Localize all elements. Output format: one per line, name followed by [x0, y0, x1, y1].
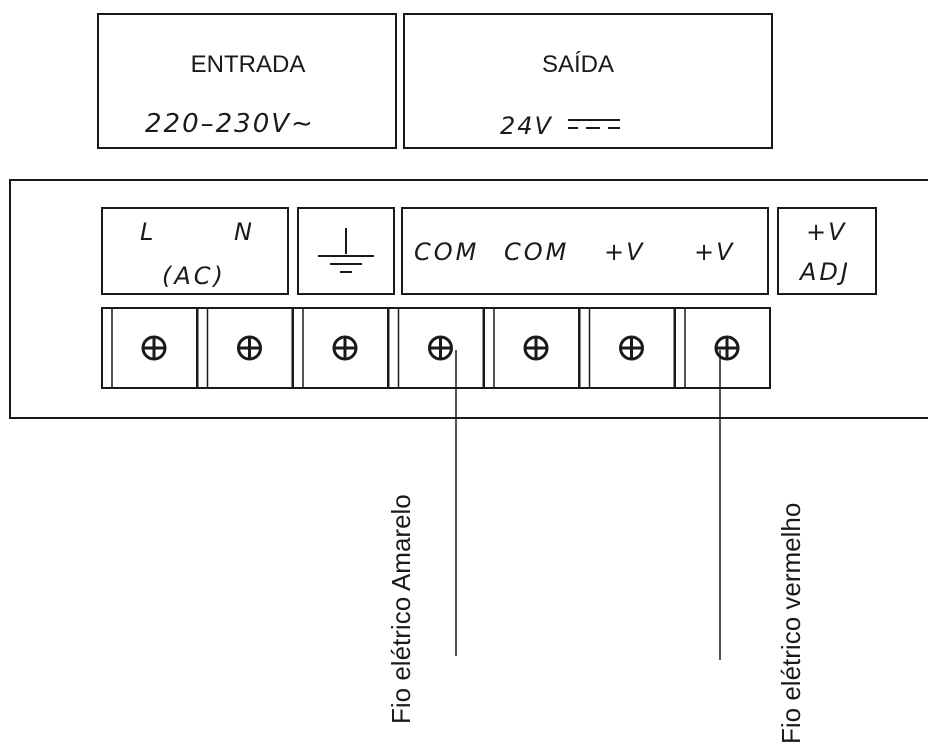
output-voltage: 24V	[500, 112, 553, 140]
screw-terminal-7	[674, 307, 771, 389]
v1-label: +V	[604, 238, 645, 266]
screw-terminal-6	[578, 307, 676, 389]
output-label-box	[401, 207, 769, 295]
wires: Fio elétrico Amarelo Fio elétrico vermel…	[386, 350, 806, 744]
screw-terminal-3	[292, 307, 389, 389]
input-voltage: 220–230V∼	[145, 109, 315, 139]
com2-label: COM	[504, 238, 569, 266]
ac-l-label: L	[140, 218, 153, 246]
input-panel: ENTRADA 220–230V∼	[97, 13, 397, 149]
yellow-wire-label: Fio elétrico Amarelo	[386, 494, 416, 724]
adj-top-label: +V	[806, 218, 847, 246]
input-panel-frame	[97, 13, 397, 149]
screw-terminal-5	[483, 307, 580, 389]
output-panel: SAÍDA 24V	[403, 13, 773, 149]
ac-label: (AC)	[162, 262, 226, 290]
output-panel-frame	[403, 13, 773, 149]
ground-label-box	[297, 207, 395, 295]
adj-label-box	[777, 207, 877, 295]
v2-label: +V	[694, 238, 735, 266]
screw-terminal-row	[101, 307, 771, 389]
screw-terminal-1	[101, 307, 198, 389]
dc-symbol-icon	[568, 119, 620, 129]
ac-label-box	[101, 207, 289, 295]
com1-label: COM	[414, 238, 479, 266]
input-title: ENTRADA	[191, 51, 306, 78]
earth-ground-icon	[318, 228, 374, 273]
terminal-label-row: L N (AC) COM COM +V +V +V ADJ	[101, 207, 877, 295]
output-title: SAÍDA	[542, 51, 614, 78]
screw-terminal-2	[196, 307, 294, 389]
adj-bottom-label: ADJ	[798, 258, 851, 286]
screw-terminal-4	[387, 307, 485, 389]
ac-n-label: N	[234, 218, 252, 246]
red-wire-label: Fio elétrico vermelho	[776, 503, 806, 744]
